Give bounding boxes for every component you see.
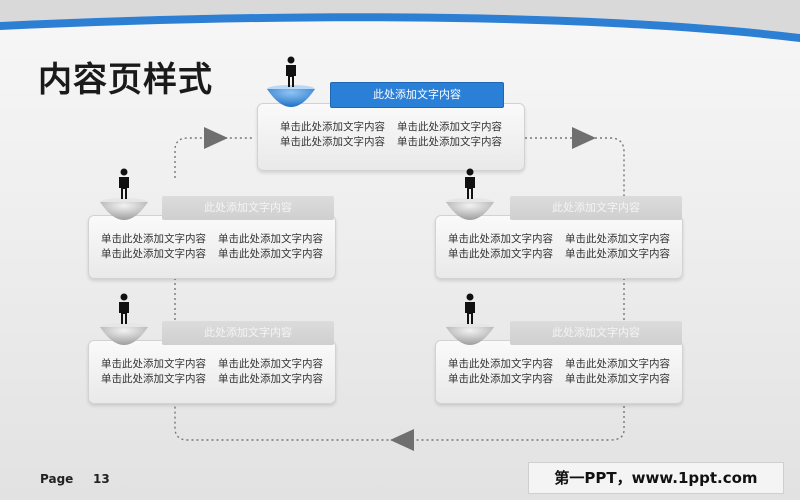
node-label-top: 此处添加文字内容 [330,82,504,108]
flow-card-right-bottom: 单击此处添加文字内容单击此处添加文字内容 单击此处添加文字内容单击此处添加文字内… [435,340,683,404]
arrow-right-icon [572,127,596,149]
brand-watermark: 第一PPT，www.1ppt.com [528,462,784,494]
person-icon [119,293,129,324]
gray-bowl-icon [446,323,494,345]
card-text: 单击此处添加文字内容 [565,373,670,385]
gray-bowl-icon [100,198,148,220]
card-text: 单击此处添加文字内容 [218,358,323,370]
card-text: 单击此处添加文字内容 [565,358,670,370]
card-text: 单击此处添加文字内容 [397,121,502,133]
card-text: 单击此处添加文字内容 [448,358,553,370]
card-text: 单击此处添加文字内容 [280,121,385,133]
card-text: 单击此处添加文字内容 [101,373,206,385]
flow-card-left-bottom: 单击此处添加文字内容单击此处添加文字内容 单击此处添加文字内容单击此处添加文字内… [88,340,336,404]
gray-bowl-icon [446,198,494,220]
header-band [0,0,800,42]
card-text: 单击此处添加文字内容 [218,373,323,385]
card-text: 单击此处添加文字内容 [565,248,670,260]
node-label-right-bottom: 此处添加文字内容 [510,321,682,345]
card-text: 单击此处添加文字内容 [101,248,206,260]
flow-card-right-mid: 单击此处添加文字内容单击此处添加文字内容 单击此处添加文字内容单击此处添加文字内… [435,215,683,279]
node-label-left-bottom: 此处添加文字内容 [162,321,334,345]
person-icon [465,293,475,324]
arrow-right-icon [204,127,228,149]
gray-bowl-icon [100,323,148,345]
arrow-left-icon [390,429,414,451]
card-text: 单击此处添加文字内容 [280,136,385,148]
page-number: 13 [93,472,110,486]
node-label-right-mid: 此处添加文字内容 [510,196,682,220]
card-text: 单击此处添加文字内容 [218,248,323,260]
card-text: 单击此处添加文字内容 [101,358,206,370]
person-icon [286,56,296,87]
flow-card-left-mid: 单击此处添加文字内容单击此处添加文字内容 单击此处添加文字内容单击此处添加文字内… [88,215,336,279]
page-label: Page [40,472,74,486]
card-text: 单击此处添加文字内容 [448,248,553,260]
flow-card-top: 单击此处添加文字内容单击此处添加文字内容 单击此处添加文字内容单击此处添加文字内… [257,103,525,171]
blue-bowl-icon [267,85,315,107]
card-text: 单击此处添加文字内容 [397,136,502,148]
person-icon [119,168,129,199]
card-text: 单击此处添加文字内容 [448,373,553,385]
node-label-left-mid: 此处添加文字内容 [162,196,334,220]
card-text: 单击此处添加文字内容 [218,233,323,245]
card-text: 单击此处添加文字内容 [101,233,206,245]
slide-title: 内容页样式 [38,60,213,100]
person-icon [465,168,475,199]
card-text: 单击此处添加文字内容 [448,233,553,245]
card-text: 单击此处添加文字内容 [565,233,670,245]
